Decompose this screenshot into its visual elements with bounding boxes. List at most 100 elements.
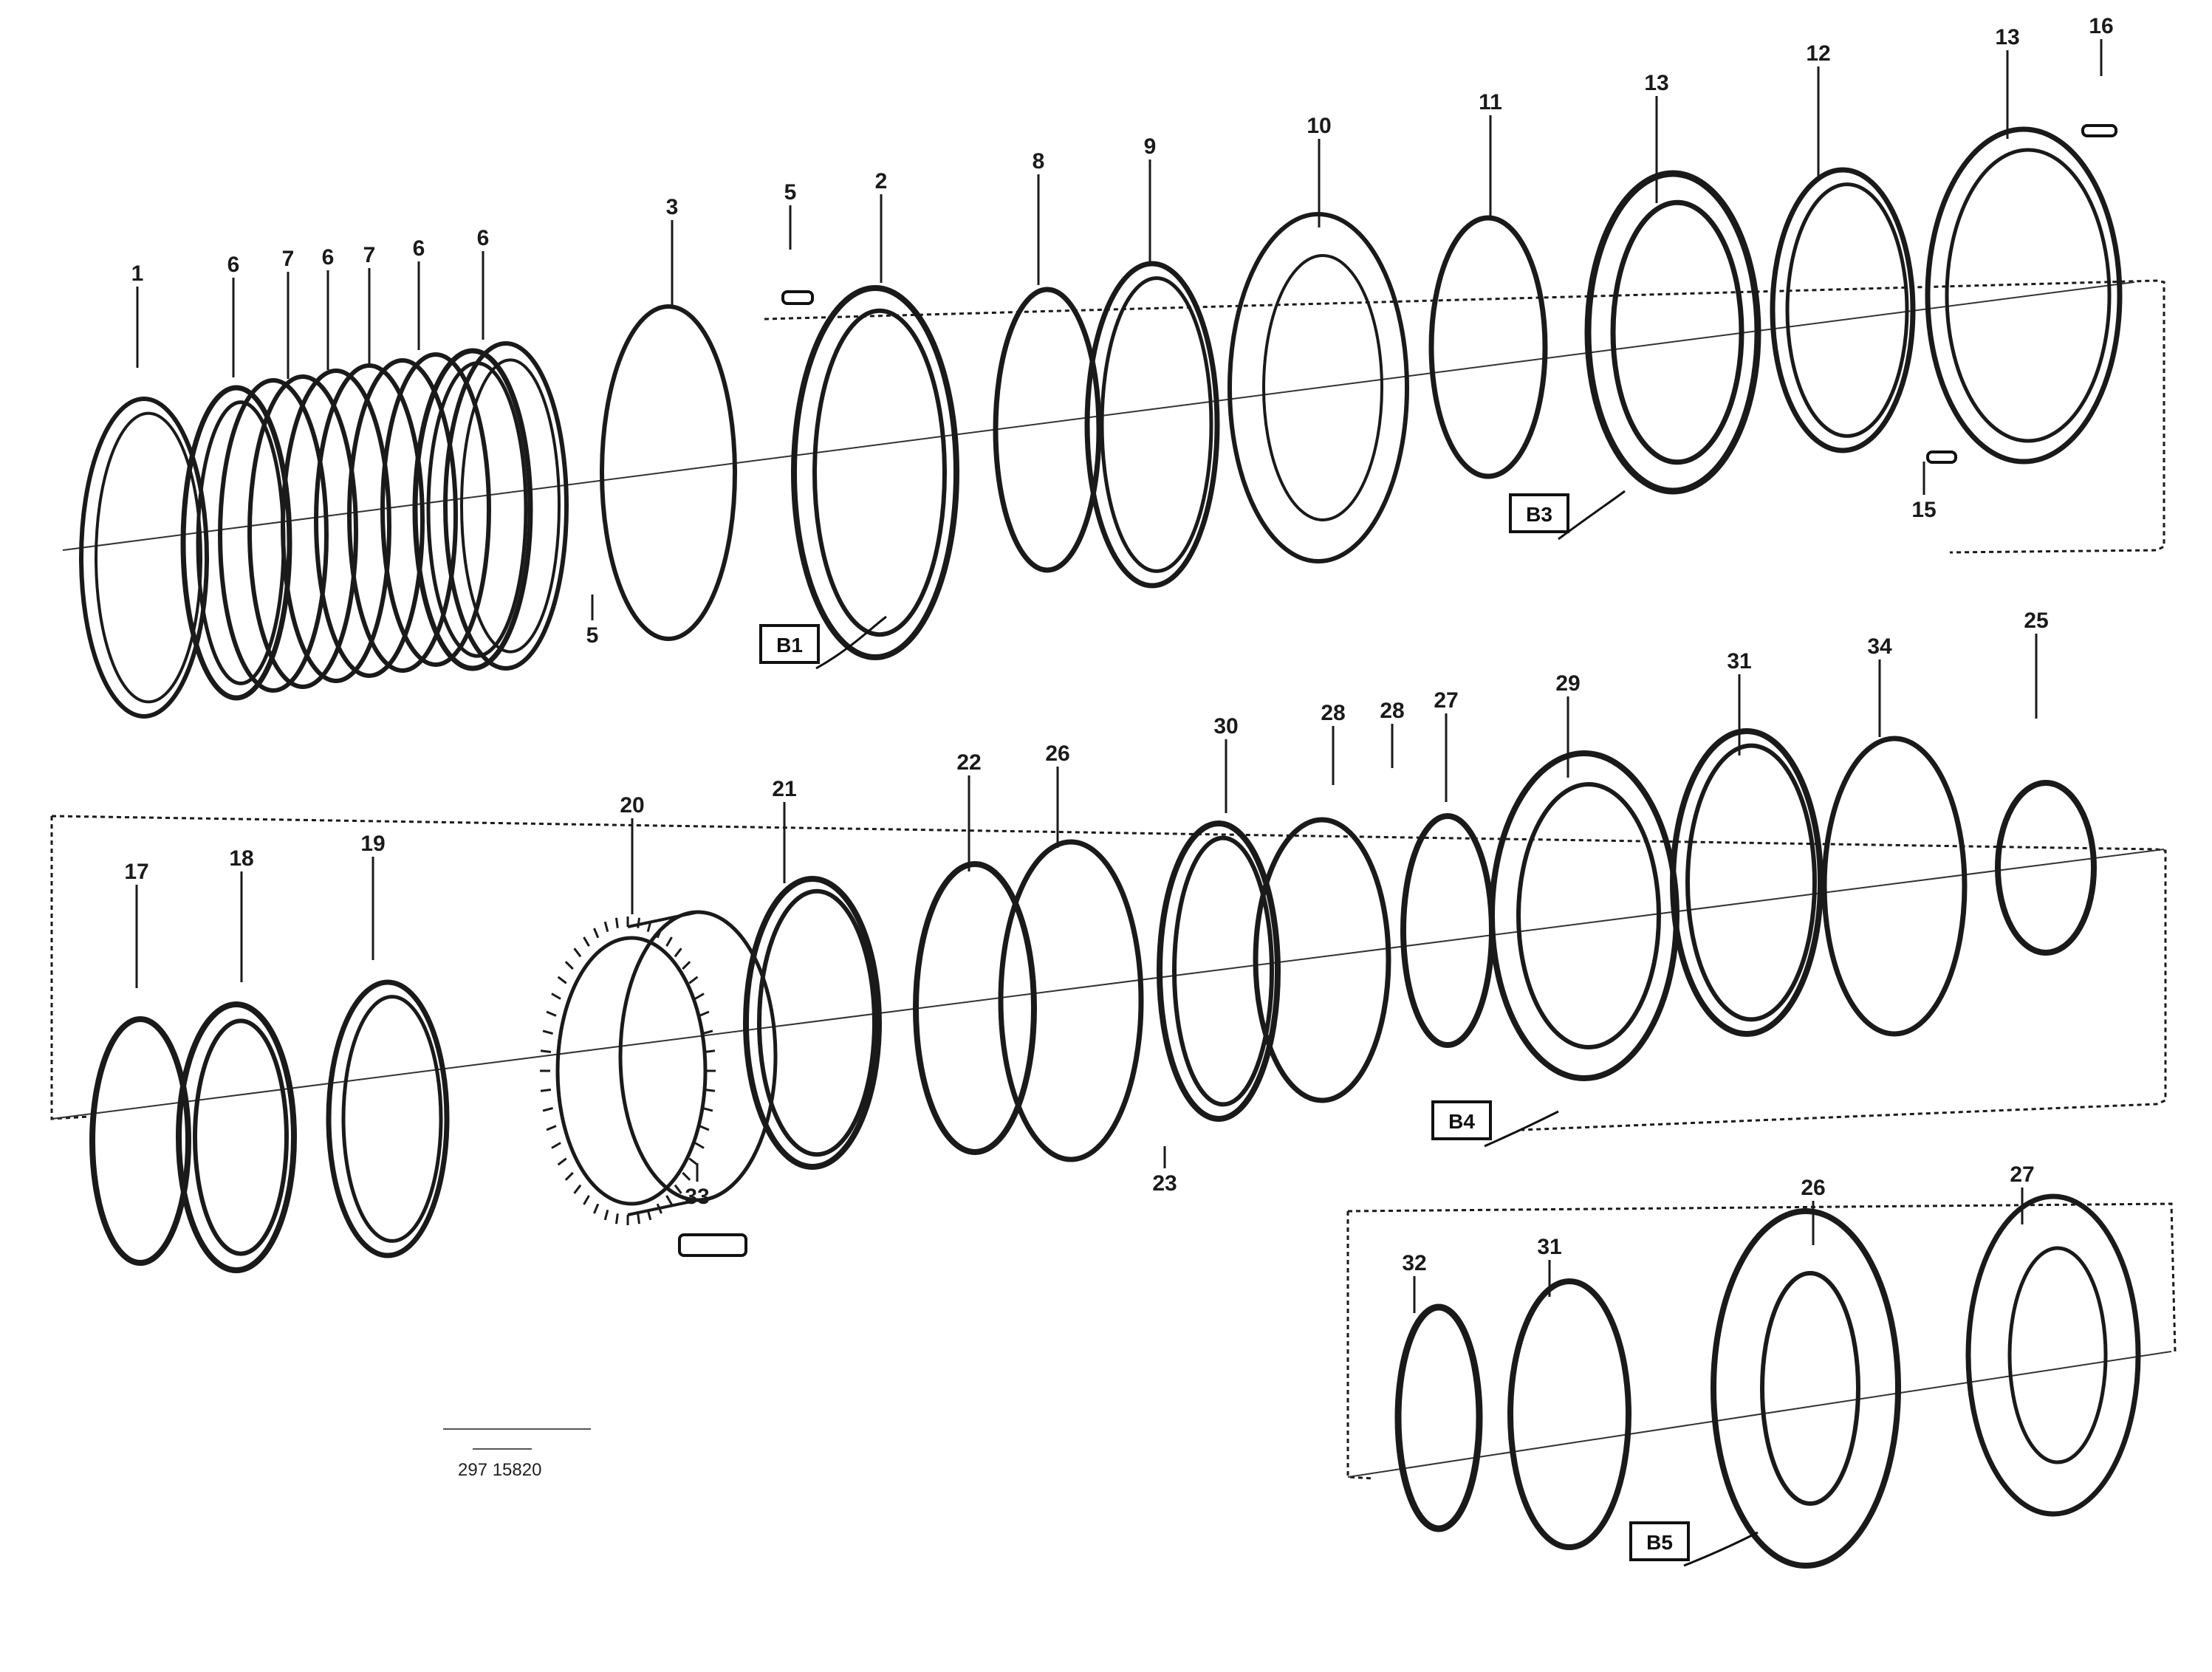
ring-part-20 [89, 1016, 191, 1266]
ring-part-35 [1507, 1278, 1631, 1550]
part-label-27: 27 [1434, 688, 1458, 713]
ring-part-22 [326, 979, 450, 1258]
toothed-drum-tooth [551, 993, 561, 1000]
part-label-21: 21 [772, 777, 796, 801]
ring-part-24-inner [757, 888, 877, 1157]
part-label-10: 10 [1307, 114, 1331, 138]
part-label-2: 2 [875, 169, 888, 193]
toothed-drum-tooth [699, 1010, 710, 1017]
ring-part-11 [600, 304, 737, 641]
toothed-drum-tooth [637, 917, 641, 928]
reference-box-B5: B5 [1629, 1521, 1759, 1567]
toothed-drum-tooth [542, 1107, 553, 1112]
ring-part-1-inner [95, 411, 202, 704]
ring-part-6 [314, 363, 425, 678]
part-label-11: 11 [1479, 90, 1502, 114]
ring-part-31 [1670, 728, 1824, 1037]
toothed-drum-tooth [593, 928, 600, 939]
toothed-drum-tooth [688, 976, 699, 984]
ring-part-37 [1965, 1193, 2141, 1517]
ring-part-1 [79, 397, 209, 719]
pin-part-4 [2081, 124, 2117, 137]
ring-part-36-inner [1760, 1271, 1860, 1506]
toothed-drum-tooth [603, 921, 609, 933]
reference-leader [1484, 1110, 1559, 1148]
ring-part-22-inner [341, 995, 443, 1243]
reference-box-B1: B1 [759, 615, 887, 670]
ring-part-32 [1821, 736, 1968, 1037]
ring-part-7 [347, 358, 458, 673]
ring-part-17 [1584, 170, 1761, 495]
toothed-drum-tooth [704, 1088, 716, 1092]
ring-part-19-inner [1945, 148, 2112, 443]
toothed-drum-tooth [646, 1209, 652, 1221]
ring-part-18-inner [1785, 182, 1909, 438]
part-label-26: 26 [1045, 741, 1069, 766]
ring-part-27 [1157, 820, 1281, 1122]
part-label-15: 15 [1911, 498, 1936, 522]
part-label-7: 7 [282, 247, 295, 271]
reference-leader [815, 615, 887, 670]
toothed-drum-tooth [564, 961, 574, 970]
reference-leader [1558, 490, 1626, 541]
part-label-33: 33 [685, 1185, 709, 1209]
ring-part-13 [993, 287, 1102, 573]
toothed-drum-tooth [546, 1010, 557, 1017]
reference-box-B4: B4 [1431, 1100, 1559, 1148]
toothed-drum-tooth [551, 1142, 561, 1149]
ring-part-10 [443, 341, 569, 671]
ring-part-10-inner [460, 358, 561, 654]
part-label-13: 13 [1644, 71, 1668, 95]
part-label-22: 22 [956, 750, 981, 775]
part-label-19: 19 [360, 832, 385, 856]
part-label-6: 6 [227, 253, 240, 277]
toothed-drum-tooth [646, 921, 652, 933]
toothed-drum-tooth [699, 1125, 710, 1131]
toothed-drum-tooth [682, 1171, 691, 1181]
reference-box-label: B5 [1646, 1531, 1673, 1554]
toothed-drum-tooth [593, 1203, 600, 1214]
part-label-6: 6 [413, 236, 425, 261]
ring-part-37-inner [2007, 1246, 2108, 1464]
toothed-drum-tooth [546, 1125, 557, 1131]
toothed-drum-tooth [557, 976, 567, 984]
part-label-3: 3 [666, 195, 679, 219]
toothed-drum-tooth [682, 961, 691, 970]
ring-part-29 [1400, 813, 1495, 1048]
toothed-drum-tooth [637, 1213, 641, 1224]
ring-part-33 [1995, 780, 2097, 956]
part-label-16: 16 [2089, 14, 2113, 38]
toothed-drum-tooth [557, 1157, 567, 1166]
part-label-7: 7 [363, 243, 376, 267]
ring-part-14-inner [1100, 276, 1213, 573]
toothed-drum-tooth [540, 1049, 552, 1054]
part-label-9: 9 [1144, 134, 1157, 159]
part-label-27: 27 [2010, 1162, 2034, 1187]
ring-part-4 [247, 374, 358, 689]
reference-box-frame [1431, 1100, 1492, 1140]
part-label-13: 13 [1995, 25, 2019, 49]
frame-line-1 [764, 279, 2165, 554]
toothed-drum-tooth [702, 1107, 713, 1112]
toothed-drum-tooth [614, 1213, 619, 1224]
part-label-26: 26 [1801, 1176, 1825, 1200]
part-label-32: 32 [1402, 1251, 1426, 1275]
drawing-footer: 297 15820 [443, 1428, 591, 1480]
toothed-drum-bottom-edge [627, 1199, 699, 1216]
part-label-5: 5 [784, 180, 797, 205]
part-label-28: 28 [1321, 701, 1345, 725]
ring-part-12-inner [812, 308, 947, 637]
toothed-drum-tooth [573, 1184, 582, 1194]
ring-part-24 [743, 876, 882, 1170]
toothed-drum-tooth [583, 1195, 590, 1205]
part-label-6: 6 [322, 245, 335, 270]
ring-part-2-inner [196, 400, 286, 685]
ring-part-21-inner [193, 1018, 289, 1256]
toothed-drum-tooth [573, 948, 582, 958]
part-label-31: 31 [1727, 649, 1751, 674]
ring-part-27-inner [1172, 835, 1274, 1107]
toothed-drum-tooth [583, 936, 590, 947]
ring-part-25 [913, 861, 1037, 1155]
